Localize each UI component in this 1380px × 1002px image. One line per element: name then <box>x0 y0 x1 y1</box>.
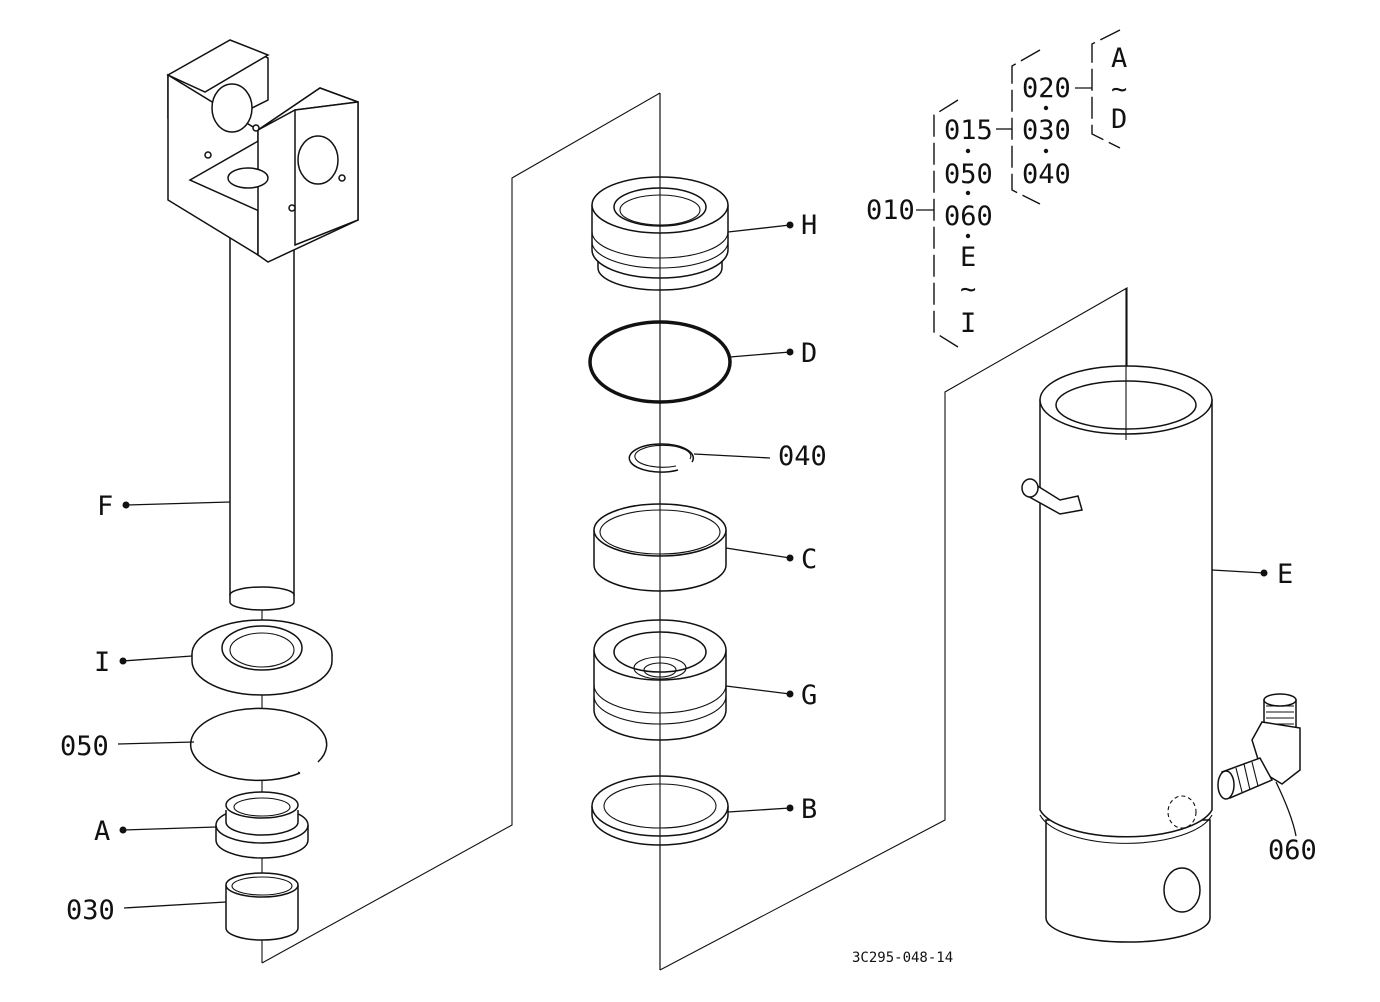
tree-root: 010 <box>866 195 915 226</box>
washer-i <box>191 619 333 696</box>
callout-i: I <box>94 647 110 678</box>
tree-l1-item: ~ <box>960 274 976 305</box>
callout-h: H <box>801 210 817 241</box>
tree-l3-item: ~ <box>1111 74 1127 105</box>
bushing-030 <box>225 872 299 941</box>
tree-l2-item: 040 <box>1022 159 1071 190</box>
snap-ring-050 <box>189 707 328 782</box>
callout-b: B <box>801 794 817 825</box>
rod-clevis <box>166 39 359 263</box>
tree-l1-item: E <box>960 242 976 273</box>
callout-060: 060 <box>1268 835 1317 866</box>
callouts: F I 050 A 030 H D 040 C G <box>60 210 1317 926</box>
tree-l1-item: 015 <box>944 115 993 146</box>
elbow-fitting-060 <box>1217 693 1301 800</box>
tree-l3-item: D <box>1111 104 1127 135</box>
tree-l2-item: 030 <box>1022 115 1071 146</box>
callout-d: D <box>801 338 817 369</box>
callout-c: C <box>801 544 817 575</box>
callout-040: 040 <box>778 441 827 472</box>
tree-l1-item: 050 <box>944 159 993 190</box>
hierarchy-tree: 010 015 050 060 E ~ I 020 030 040 A ~ D <box>866 29 1127 348</box>
tree-l1-item: 060 <box>944 201 993 232</box>
callout-050: 050 <box>60 731 109 762</box>
cylinder-tube-e <box>1021 288 1213 943</box>
tree-l3-item: A <box>1111 43 1127 74</box>
callout-e: E <box>1277 559 1293 590</box>
snap-ring-040 <box>628 443 695 473</box>
callout-030: 030 <box>66 895 115 926</box>
piston-rod <box>229 234 295 611</box>
drawing-reference: 3C295-048-14 <box>852 950 953 966</box>
bushing-a <box>215 791 309 859</box>
tree-l2-item: 020 <box>1022 73 1071 104</box>
callout-g: G <box>801 680 817 711</box>
callout-f: F <box>97 491 113 522</box>
tree-l1-item: I <box>960 308 976 339</box>
callout-a: A <box>94 816 110 847</box>
